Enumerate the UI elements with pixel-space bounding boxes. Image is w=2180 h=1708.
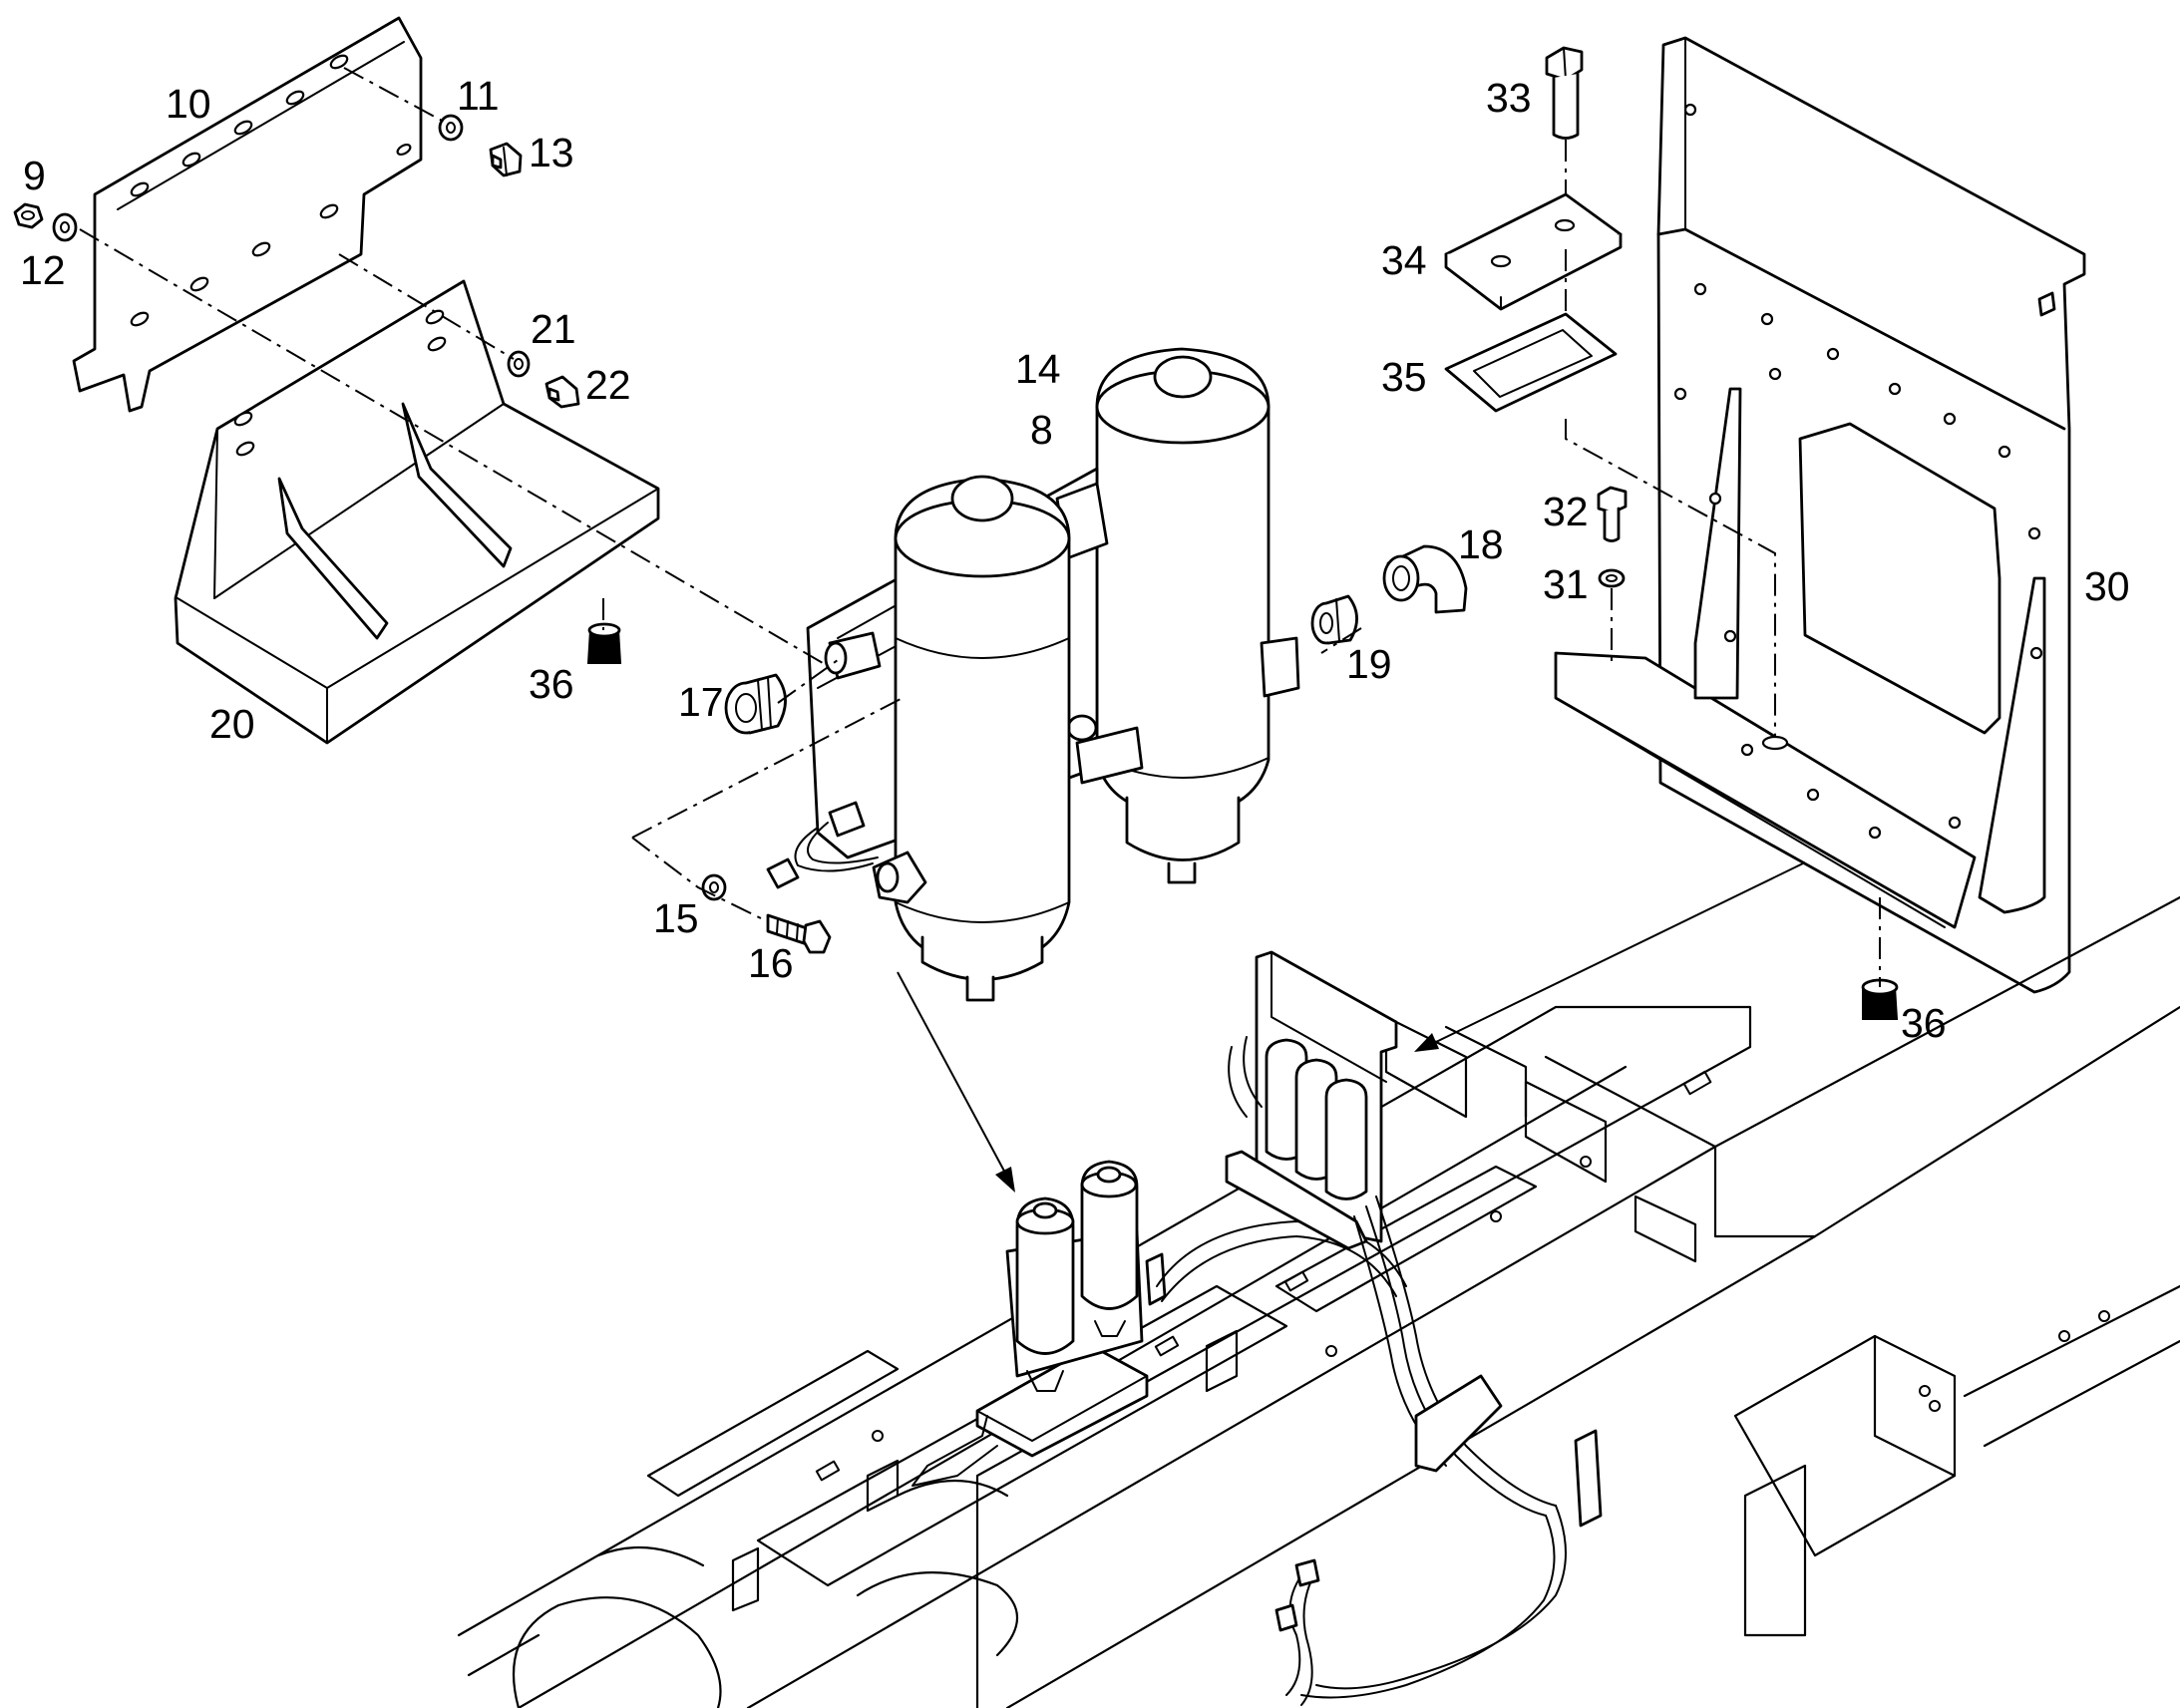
gasket-part-35 xyxy=(1444,312,1618,413)
callout-22: 22 xyxy=(585,362,631,408)
callout-19: 19 xyxy=(1346,641,1392,687)
installation-arrows xyxy=(897,861,1806,1193)
callout-35: 35 xyxy=(1381,354,1427,400)
mounting-bracket-part-30 xyxy=(1554,36,2086,994)
bolt-part-22 xyxy=(545,375,580,409)
nut-part-9 xyxy=(13,202,44,229)
callout-36-left: 36 xyxy=(529,661,574,707)
bolt-part-32 xyxy=(1597,486,1628,542)
callout-20: 20 xyxy=(209,701,255,747)
bolt-part-16 xyxy=(766,913,832,954)
callout-17: 17 xyxy=(678,679,724,725)
grommet-part-36-left xyxy=(586,622,622,664)
callout-8: 8 xyxy=(1030,407,1053,453)
callout-14: 14 xyxy=(1015,346,1061,392)
assembly-centerlines xyxy=(79,67,1881,987)
callout-34: 34 xyxy=(1381,237,1427,283)
callout-36-right: 36 xyxy=(1901,1000,1947,1046)
callout-33: 33 xyxy=(1486,75,1532,121)
callout-11: 11 xyxy=(457,73,500,119)
callout-16: 16 xyxy=(748,940,794,986)
callout-15: 15 xyxy=(653,895,699,941)
callout-9: 9 xyxy=(23,153,46,198)
washer-part-11 xyxy=(438,114,464,142)
installed-mounting-bracket xyxy=(1225,950,1603,1706)
callout-12: 12 xyxy=(20,247,66,293)
vehicle-chassis-view xyxy=(457,895,2180,1708)
fuel-filter-assembly-part-8-14 xyxy=(766,347,1300,1002)
mounting-bracket-part-10 xyxy=(72,16,423,413)
fitting-part-17 xyxy=(724,673,787,735)
elbow-fitting-part-18 xyxy=(1382,544,1468,614)
washer-part-31 xyxy=(1598,568,1626,588)
fitting-part-19 xyxy=(1310,594,1358,645)
callout-labels: 8 9 10 11 12 13 14 15 16 17 18 19 20 21 … xyxy=(20,73,2130,1046)
callout-21: 21 xyxy=(531,306,576,352)
callout-10: 10 xyxy=(166,81,211,127)
callout-31: 31 xyxy=(1543,561,1589,607)
callout-13: 13 xyxy=(529,130,574,175)
callout-32: 32 xyxy=(1543,489,1589,534)
installed-filter-module xyxy=(911,1160,1407,1487)
tray-bracket-part-20 xyxy=(174,279,660,745)
washer-part-12 xyxy=(52,212,78,242)
bolt-part-33 xyxy=(1545,46,1584,140)
callout-30: 30 xyxy=(2084,563,2130,609)
callout-18: 18 xyxy=(1458,521,1504,567)
washer-part-21 xyxy=(507,350,531,378)
plate-part-34 xyxy=(1444,192,1623,311)
bolt-part-13 xyxy=(489,142,523,177)
